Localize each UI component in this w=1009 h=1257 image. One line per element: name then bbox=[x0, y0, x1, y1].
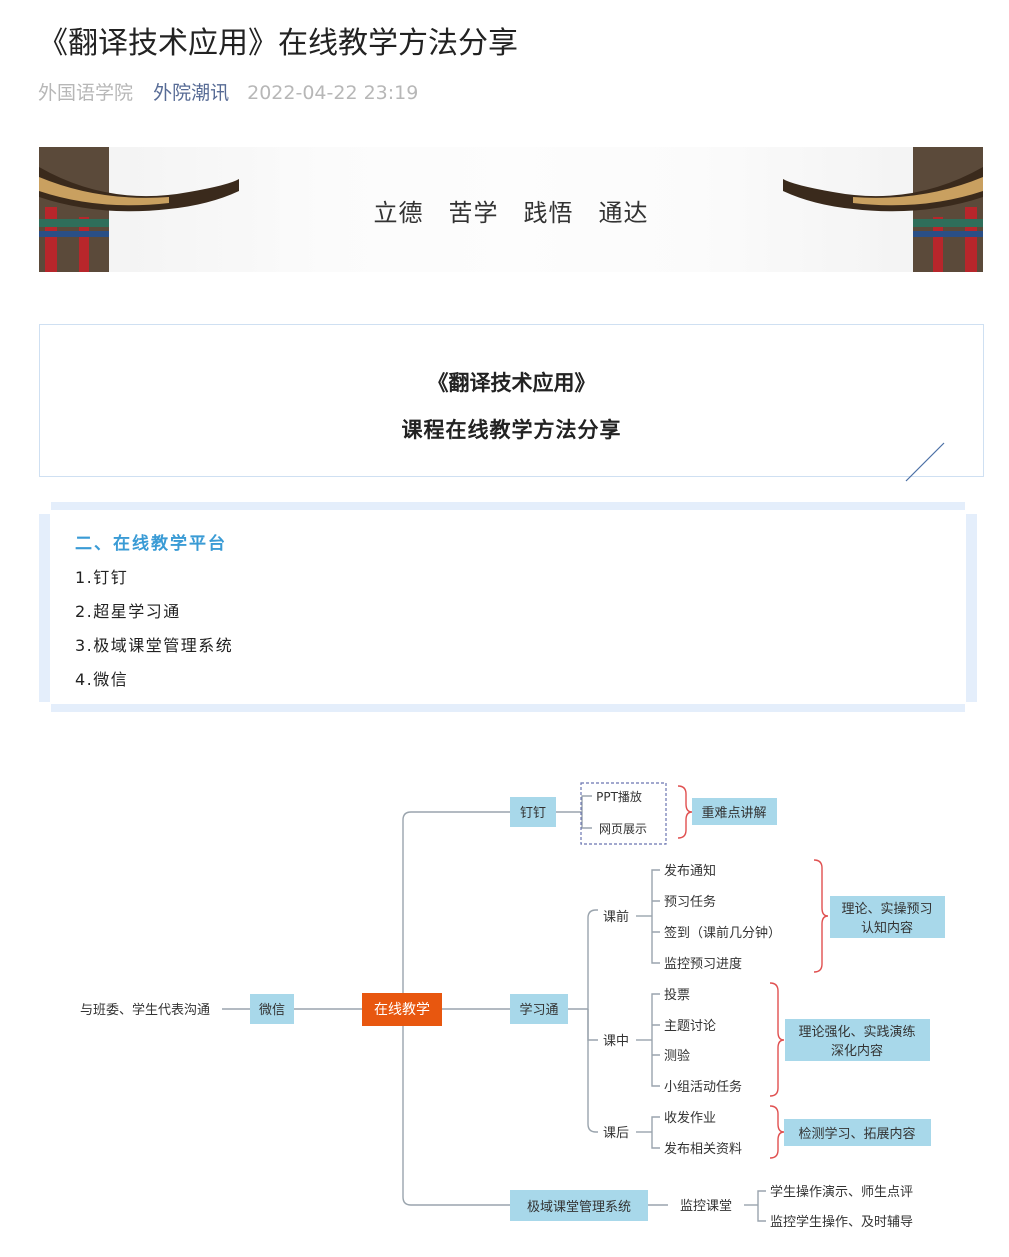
before-item: 发布通知 bbox=[664, 863, 716, 879]
account-link[interactable]: 外院潮讯 bbox=[153, 82, 229, 104]
monitor-item: 监控学生操作、及时辅导 bbox=[770, 1214, 913, 1230]
wechat-note: 与班委、学生代表沟通 bbox=[80, 1002, 210, 1018]
before-class-label: 课前 bbox=[603, 909, 629, 925]
dingding-node-label: 钉钉 bbox=[520, 806, 546, 821]
mindmap-braces bbox=[678, 786, 828, 1158]
before-summary-line: 理论、实操预习 bbox=[841, 901, 932, 917]
mindmap-connectors bbox=[222, 796, 766, 1221]
banner-motto: 立德 苦学 践悟 通达 bbox=[39, 193, 983, 228]
xuexitong-node-label: 学习通 bbox=[519, 1002, 558, 1018]
during-item: 测验 bbox=[664, 1048, 690, 1064]
monitor-item: 学生操作演示、师生点评 bbox=[770, 1184, 913, 1200]
monitor-label: 监控课堂 bbox=[680, 1199, 732, 1214]
wechat-node-label: 微信 bbox=[259, 1003, 285, 1018]
after-item: 发布相关资料 bbox=[664, 1141, 742, 1157]
banner-image: 立德 苦学 践悟 通达 bbox=[39, 147, 983, 272]
before-item: 预习任务 bbox=[664, 894, 716, 910]
before-item: 监控预习进度 bbox=[664, 956, 742, 972]
list-item: 3.极域课堂管理系统 bbox=[75, 632, 233, 656]
list-item: 2.超星学习通 bbox=[75, 598, 181, 622]
section-heading: 二、在线教学平台 bbox=[75, 529, 227, 554]
during-class-label: 课中 bbox=[603, 1034, 629, 1049]
during-item: 投票 bbox=[664, 987, 690, 1003]
box-border-bottom bbox=[51, 704, 965, 712]
course-subtitle: 课程在线教学方法分享 bbox=[40, 414, 983, 444]
publish-time: 2022-04-22 23:19 bbox=[247, 82, 418, 104]
article-title: 《翻译技术应用》在线教学方法分享 bbox=[38, 18, 518, 62]
box-border-right bbox=[966, 514, 977, 702]
during-item: 小组活动任务 bbox=[664, 1079, 742, 1095]
box-border-top bbox=[51, 502, 965, 510]
after-item: 收发作业 bbox=[664, 1110, 716, 1126]
list-item: 4.微信 bbox=[75, 666, 128, 690]
center-node-label: 在线教学 bbox=[374, 1002, 430, 1018]
decorative-slash bbox=[900, 437, 950, 487]
dingding-item: PPT播放 bbox=[596, 789, 642, 804]
mindmap-diagram: 与班委、学生代表沟通 微信 在线教学 钉钉 PPT播放 网页展示 重难点讲解 学… bbox=[0, 760, 1009, 1240]
list-item: 1.钉钉 bbox=[75, 564, 128, 588]
during-summary-line: 理论强化、实践演练 bbox=[798, 1024, 915, 1040]
course-title: 《翻译技术应用》 bbox=[40, 367, 983, 397]
course-title-card: 《翻译技术应用》 课程在线教学方法分享 bbox=[39, 324, 984, 477]
dingding-summary-label: 重难点讲解 bbox=[701, 805, 766, 821]
before-item: 签到（课前几分钟） bbox=[664, 925, 781, 941]
after-summary-label: 检测学习、拓展内容 bbox=[798, 1126, 915, 1142]
box-border-left bbox=[39, 514, 50, 702]
after-class-label: 课后 bbox=[603, 1126, 629, 1141]
jiyu-node-label: 极域课堂管理系统 bbox=[527, 1200, 631, 1215]
article-meta: 外国语学院 外院潮讯 2022-04-22 23:19 bbox=[38, 78, 418, 105]
before-summary-line: 认知内容 bbox=[861, 920, 913, 936]
author: 外国语学院 bbox=[38, 82, 133, 104]
during-summary-line: 深化内容 bbox=[831, 1043, 883, 1059]
during-item: 主题讨论 bbox=[664, 1019, 716, 1034]
dingding-item: 网页展示 bbox=[599, 822, 647, 836]
platform-list-box: 二、在线教学平台 1.钉钉 2.超星学习通 3.极域课堂管理系统 4.微信 bbox=[39, 502, 977, 712]
